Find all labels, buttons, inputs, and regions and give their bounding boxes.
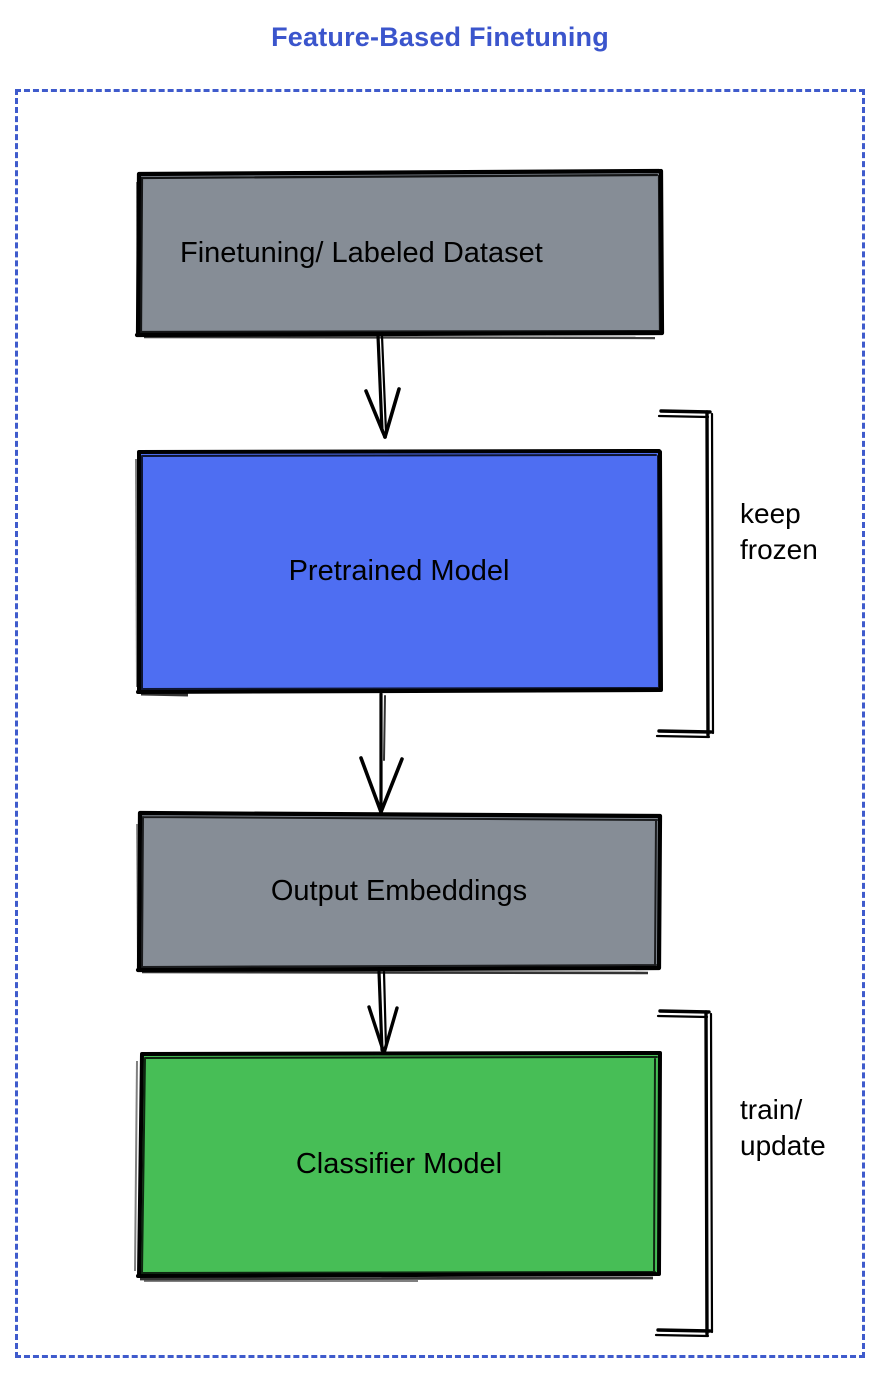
- page-title: Feature-Based Finetuning: [271, 22, 609, 52]
- annotation-train-update: train/ update: [740, 1094, 826, 1161]
- annotation-keep-frozen: keep frozen: [740, 498, 818, 565]
- diagram-frame: [15, 89, 865, 1358]
- node-pretrained-model[interactable]: Pretrained Model: [135, 449, 663, 697]
- node-dataset-label: Finetuning/ Labeled Dataset: [180, 236, 543, 269]
- node-classifier-model[interactable]: Classifier Model: [134, 1051, 662, 1282]
- node-classifier-model-label: Classifier Model: [295, 1148, 503, 1180]
- node-output-embeddings-label: Output Embeddings: [270, 875, 528, 907]
- node-dataset[interactable]: Finetuning/ Labeled Dataset: [134, 168, 665, 340]
- node-pretrained-model-label: Pretrained Model: [288, 555, 510, 587]
- node-output-embeddings[interactable]: Output Embeddings: [135, 810, 663, 975]
